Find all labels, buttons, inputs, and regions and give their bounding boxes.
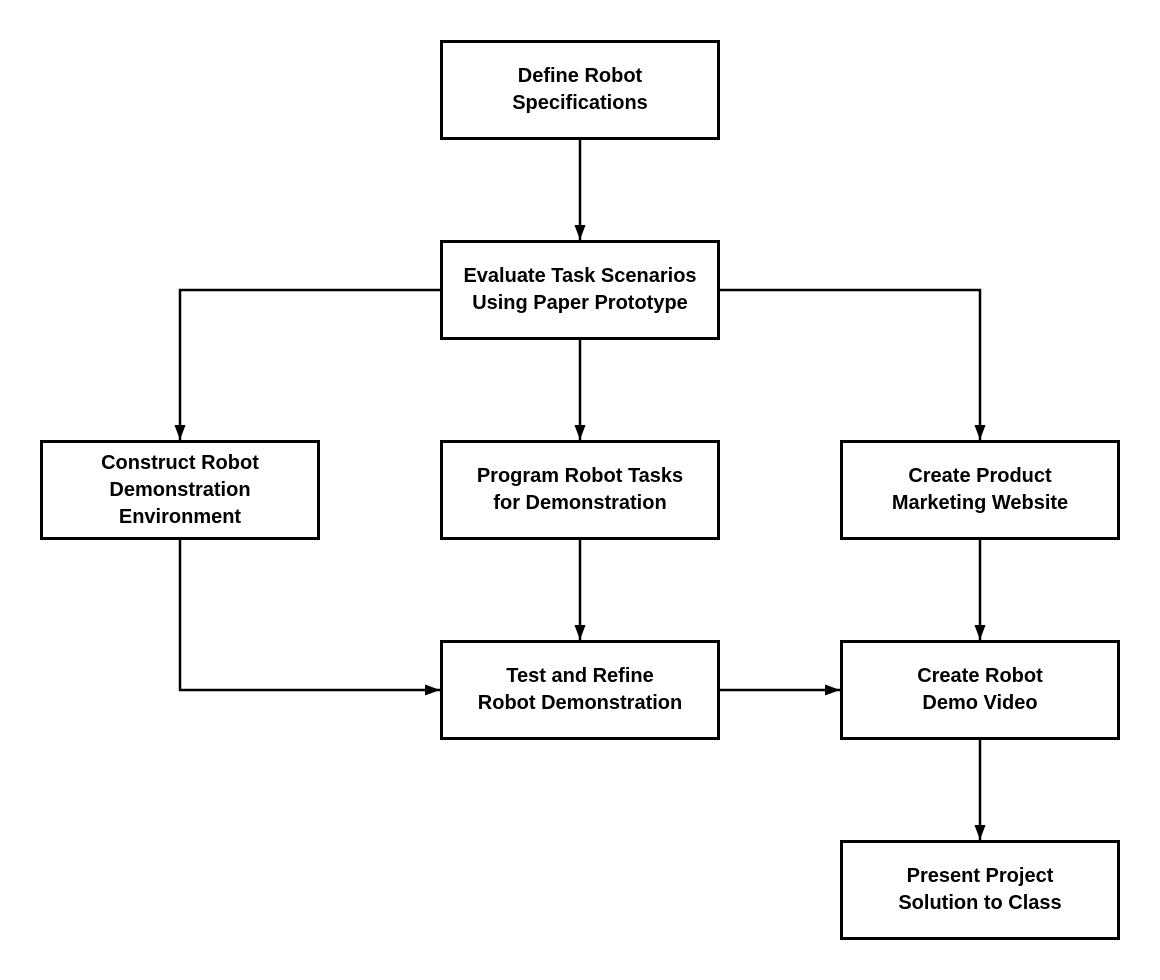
- node-create-product-marketing-website: Create Product Marketing Website: [840, 440, 1120, 540]
- edge-evaluate-task-scenarios--construct-robot-demonstration-environment: [174, 288, 440, 440]
- node-label: Create Robot Demo Video: [917, 665, 1043, 714]
- edge-construct-robot-demonstration-environment--test-and-refine-robot-demonstration: [178, 540, 440, 696]
- node-label: Define Robot Specifications: [512, 65, 648, 114]
- node-test-and-refine-robot-demonstration: Test and Refine Robot Demonstration: [440, 640, 720, 740]
- node-label: Create Product Marketing Website: [891, 465, 1069, 514]
- node-program-robot-tasks-for-demonstration: Program Robot Tasks for Demonstration: [440, 440, 720, 540]
- node-label: Evaluate Task Scenarios Using Paper Prot…: [463, 265, 697, 314]
- edge-evaluate-task-scenarios--create-product-marketing-website: [720, 288, 986, 440]
- node-label: Construct Robot Demonstration Environmen…: [101, 451, 259, 528]
- node-label: Program Robot Tasks for Demonstration: [476, 465, 684, 514]
- node-label: Present Project Solution to Class: [898, 865, 1062, 914]
- node-label: Test and Refine Robot Demonstration: [477, 665, 683, 714]
- node-create-robot-demo-video: Create Robot Demo Video: [840, 640, 1120, 740]
- node-construct-robot-demonstration-environment: Construct Robot Demonstration Environmen…: [40, 440, 320, 540]
- node-evaluate-task-scenarios: Evaluate Task Scenarios Using Paper Prot…: [440, 240, 720, 340]
- node-present-project-solution-to-class: Present Project Solution to Class: [840, 840, 1120, 940]
- node-define-robot-specifications: Define Robot Specifications: [440, 40, 720, 140]
